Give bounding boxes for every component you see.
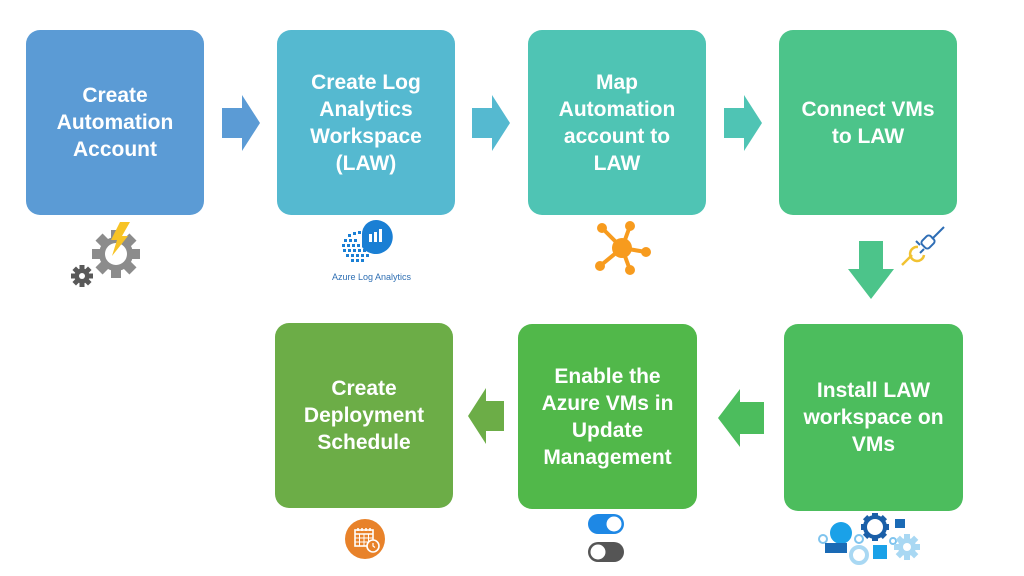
- arrow-down-4-5: [848, 241, 894, 299]
- step-label-line: Deployment: [303, 404, 425, 427]
- arrow-right-1-2: [222, 95, 260, 151]
- toggle-switches-icon: [588, 514, 624, 562]
- step-create-log-analytics-workspace: Create Log Analytics Workspace (LAW): [277, 30, 455, 215]
- step-label-line: VMs: [851, 433, 896, 456]
- step-enable-update-management: Enable the Azure VMs in Update Managemen…: [518, 324, 697, 509]
- step-label-line: account to: [563, 124, 671, 148]
- step-label-line: LAW: [593, 151, 641, 175]
- step-label-line: Account: [73, 138, 157, 161]
- step-label-line: (LAW): [335, 151, 397, 175]
- step-label-line: Map: [596, 70, 638, 94]
- arrow-right-3-4: [724, 95, 762, 151]
- step-map-automation-account: Map Automation account to LAW: [528, 30, 706, 215]
- automation-gear-lightning-icon: [71, 222, 140, 287]
- step-label-line: Analytics: [319, 97, 413, 121]
- network-hub-icon: [595, 221, 651, 275]
- step-install-law-workspace: Install LAW workspace on VMs: [784, 324, 963, 511]
- step-label-line: Create: [331, 377, 397, 400]
- step-create-automation-account: Create Automation Account: [26, 30, 204, 215]
- azure-log-analytics-icon: [342, 220, 393, 262]
- arrow-left-6-7: [468, 388, 504, 444]
- step-label-line: Install LAW: [816, 379, 931, 402]
- step-label-line: Schedule: [317, 431, 411, 454]
- step-label-line: Update: [571, 418, 644, 442]
- step-create-deployment-schedule: Create Deployment Schedule: [275, 323, 453, 508]
- step-label-line: workspace on: [803, 406, 944, 429]
- gears-chat-icon: [818, 513, 920, 565]
- step-connect-vms: Connect VMs to LAW: [779, 30, 957, 215]
- step-label-line: Automation: [558, 97, 676, 121]
- azure-log-analytics-caption: Azure Log Analytics: [332, 272, 412, 282]
- step-label-line: to LAW: [831, 124, 905, 148]
- step-label-line: Azure VMs in: [541, 391, 674, 415]
- step-label-line: Create Log: [311, 70, 421, 94]
- step-label-line: Automation: [56, 111, 174, 134]
- step-label-line: Connect VMs: [801, 97, 935, 121]
- arrow-right-2-3: [472, 95, 510, 151]
- step-label-line: Enable the: [554, 364, 661, 388]
- step-label-line: Workspace: [310, 124, 422, 148]
- step-label-line: Management: [543, 445, 672, 469]
- step-label-line: Create: [82, 84, 148, 107]
- calendar-clock-icon: [345, 519, 385, 559]
- plug-connector-icon: [901, 226, 945, 266]
- arrow-left-5-6: [718, 389, 764, 447]
